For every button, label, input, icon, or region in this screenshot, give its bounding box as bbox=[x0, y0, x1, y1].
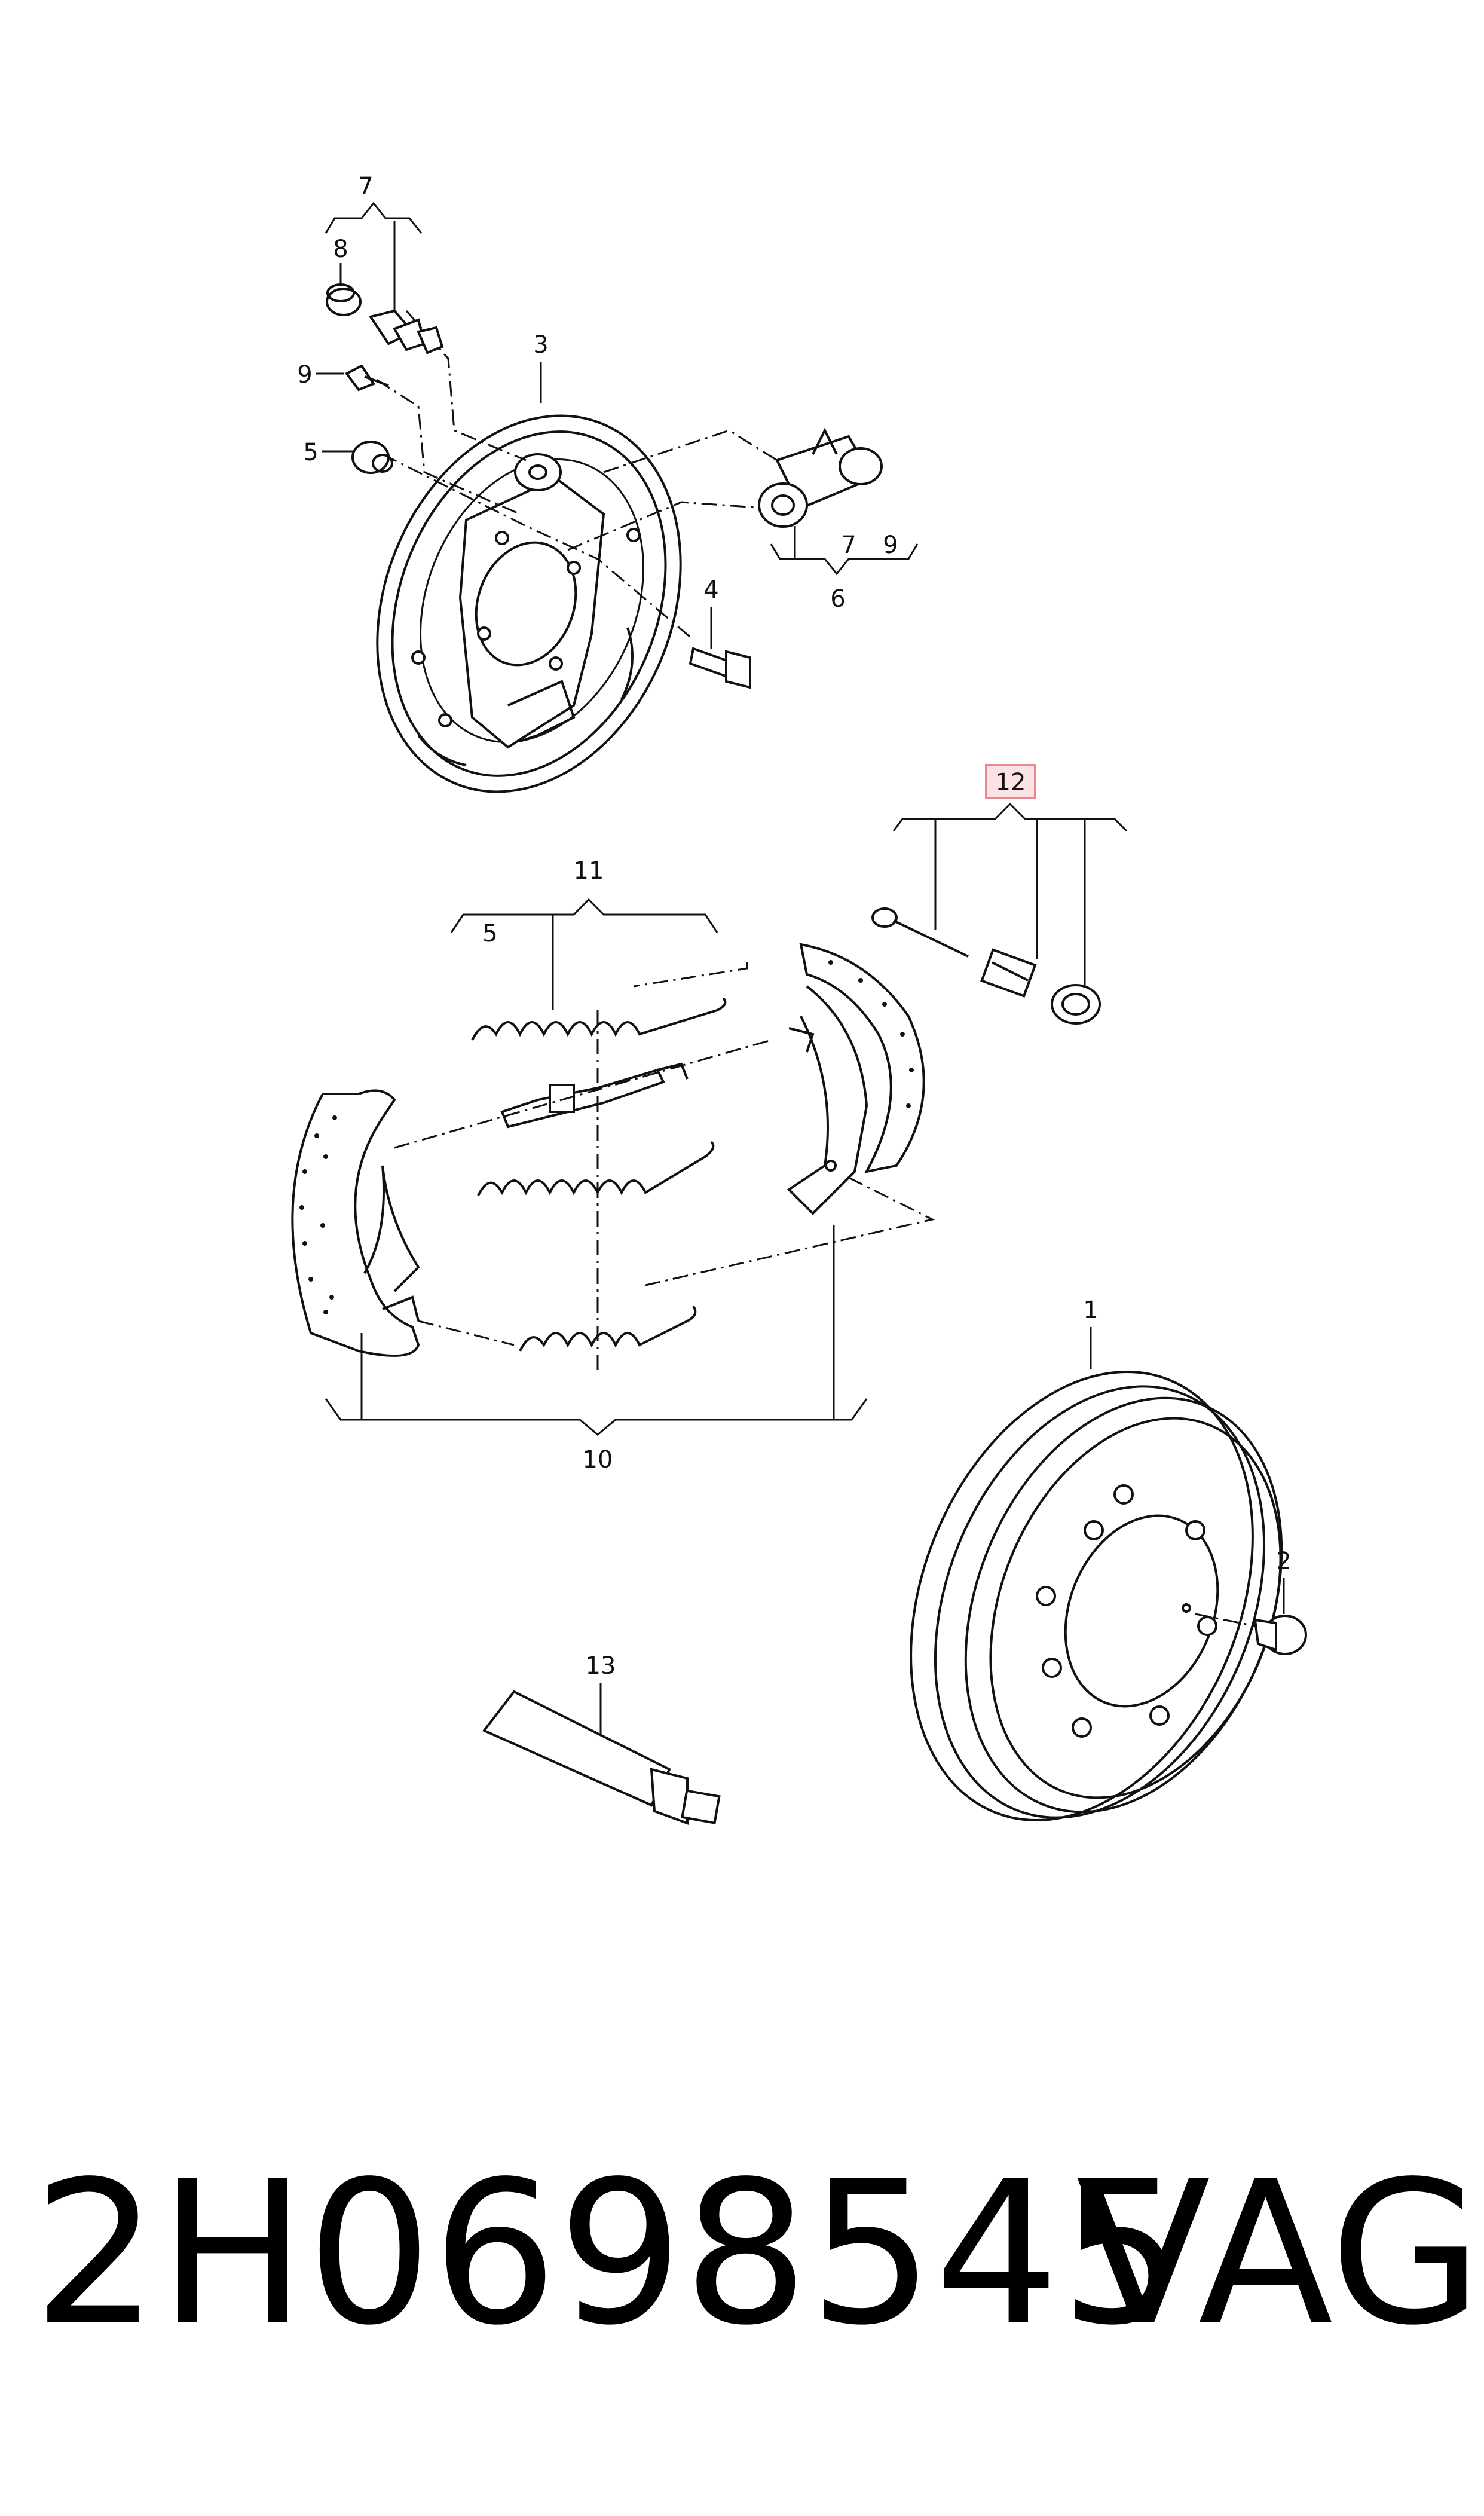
callout-12-highlight bbox=[985, 764, 1036, 799]
brake-shoe-right bbox=[787, 943, 925, 1215]
bleeder-screw bbox=[368, 309, 444, 354]
bushing-5 bbox=[351, 441, 393, 474]
callout-1: 1 bbox=[1083, 1297, 1099, 1369]
footer: 2H0698545 VAG bbox=[0, 2128, 1484, 2379]
callout-8: 8 bbox=[333, 236, 348, 263]
lining-texture bbox=[299, 960, 914, 1314]
retainer-spring bbox=[980, 948, 1037, 998]
retainer-pin bbox=[871, 907, 969, 958]
callout-3: 3 bbox=[533, 331, 549, 403]
svg-text:13: 13 bbox=[586, 1652, 616, 1680]
callout-10: 10 bbox=[583, 1446, 613, 1473]
drum-screw bbox=[1195, 1613, 1307, 1655]
callout-2: 2 bbox=[1276, 1548, 1292, 1614]
svg-text:3: 3 bbox=[533, 331, 548, 359]
callout-5-b: 5 bbox=[482, 920, 497, 947]
callout-5-top: 5 bbox=[303, 439, 353, 466]
callout-group-10: 10 bbox=[325, 1225, 868, 1473]
wheel-cylinder bbox=[758, 427, 883, 528]
callout-7: 7 bbox=[358, 173, 373, 200]
brake-drum bbox=[910, 1371, 1283, 1821]
callout-6: 6 bbox=[830, 585, 845, 613]
svg-text:9: 9 bbox=[297, 361, 312, 389]
backing-plate bbox=[376, 414, 682, 793]
part-number: 2H0698545 bbox=[33, 2139, 1185, 2368]
callout-9-left: 9 bbox=[297, 361, 344, 389]
brake-shoe-left bbox=[291, 1089, 420, 1357]
bleeder-cap bbox=[326, 283, 362, 316]
callout-4: 4 bbox=[703, 576, 719, 649]
callout-group-6: 7 9 6 bbox=[770, 526, 919, 613]
bolt-4 bbox=[689, 647, 751, 689]
callout-group-11: 11 5 bbox=[450, 857, 718, 1010]
callout-group-7: 7 8 bbox=[325, 173, 423, 311]
svg-text:2: 2 bbox=[1276, 1548, 1291, 1575]
svg-text:5: 5 bbox=[303, 439, 318, 466]
grease-tube bbox=[482, 1690, 721, 1825]
brand-label: VAG bbox=[1076, 2139, 1483, 2368]
callout-7-b: 7 bbox=[841, 531, 856, 559]
callout-9-b: 9 bbox=[883, 531, 898, 559]
screw-9 bbox=[344, 364, 389, 392]
svg-text:1: 1 bbox=[1083, 1297, 1098, 1324]
adjuster-strut bbox=[500, 1062, 689, 1129]
callout-11: 11 bbox=[574, 857, 604, 885]
callout-13: 13 bbox=[586, 1652, 616, 1734]
callout-12: 12 bbox=[996, 769, 1026, 796]
springs bbox=[471, 997, 727, 1352]
svg-text:4: 4 bbox=[703, 576, 718, 604]
callout-group-12: 12 bbox=[892, 764, 1128, 986]
assembly-lines-shoes bbox=[394, 962, 935, 1375]
retainer-cup bbox=[1051, 984, 1101, 1025]
